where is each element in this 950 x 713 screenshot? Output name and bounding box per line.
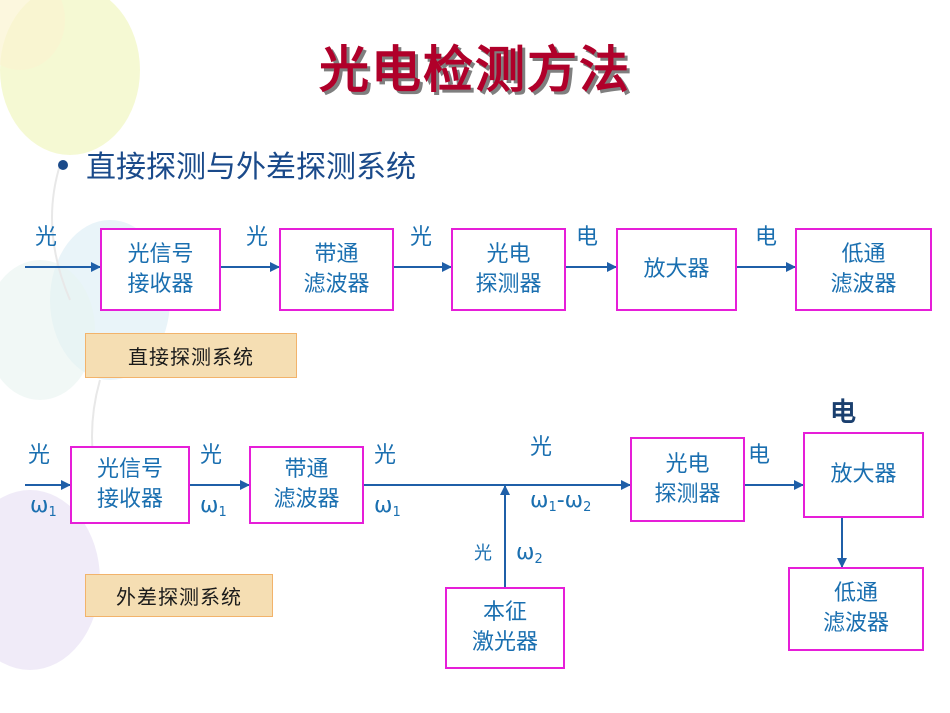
box-het-receiver: 光信号 接收器 <box>70 446 190 524</box>
label-direct-elec-2: 电 <box>755 225 778 250</box>
label-het-elec: 电 <box>748 443 771 468</box>
label-het-out-light: 光 <box>374 443 397 468</box>
box-het-local-laser: 本征 激光器 <box>445 587 565 669</box>
bullet-dot <box>58 159 68 170</box>
bullet-text: 直接探测与外差探测系统 <box>86 150 416 185</box>
omega-symbol: ω <box>200 493 219 518</box>
omega-subscript: 1 <box>548 500 557 515</box>
omega-symbol: ω <box>516 540 535 565</box>
box-direct-receiver: 光信号 接收器 <box>100 228 221 311</box>
omega-symbol: ω <box>30 493 49 518</box>
page-title: 光电检测方法 <box>319 40 631 99</box>
omega-subscript: 2 <box>534 552 543 567</box>
label-het-mix-light: 光 <box>530 435 553 460</box>
omega-subscript: 2 <box>583 500 592 515</box>
box-direct-bandpass: 带通 滤波器 <box>279 228 394 311</box>
box-direct-lowpass: 低通 滤波器 <box>795 228 932 311</box>
omega-subscript: 1 <box>48 505 57 520</box>
omega-difference-symbol: -ω <box>556 488 584 513</box>
label-direct-elec-1: 电 <box>576 225 599 250</box>
caption-direct: 直接探测系统 <box>85 333 297 378</box>
label-het-elec-bold: 电 <box>830 398 857 428</box>
label-direct-light-2: 光 <box>246 225 269 250</box>
label-het-mix-omega: ω1-ω2 <box>530 488 591 521</box>
omega-subscript: 1 <box>392 505 401 520</box>
label-het-mid-omega: ω1 <box>200 493 227 526</box>
label-het-mid-light: 光 <box>200 443 223 468</box>
box-direct-detector: 光电 探测器 <box>451 228 566 311</box>
label-het-lo-light: 光 <box>474 543 492 564</box>
label-direct-in-light: 光 <box>35 225 58 250</box>
box-direct-amplifier: 放大器 <box>616 228 737 311</box>
omega-symbol: ω <box>530 488 549 513</box>
omega-symbol: ω <box>374 493 393 518</box>
caption-heterodyne: 外差探测系统 <box>85 574 273 617</box>
label-het-in-light: 光 <box>28 443 51 468</box>
bullet-item: 直接探测与外差探测系统 <box>58 142 416 186</box>
box-het-amplifier: 放大器 <box>803 432 924 518</box>
box-het-lowpass: 低通 滤波器 <box>788 567 924 651</box>
box-het-bandpass: 带通 滤波器 <box>249 446 364 524</box>
label-het-lo-omega: ω2 <box>516 540 543 573</box>
box-het-detector: 光电 探测器 <box>630 437 745 522</box>
label-het-out-omega: ω1 <box>374 493 401 526</box>
label-het-in-omega: ω1 <box>30 493 57 526</box>
label-direct-light-3: 光 <box>410 225 433 250</box>
omega-subscript: 1 <box>218 505 227 520</box>
